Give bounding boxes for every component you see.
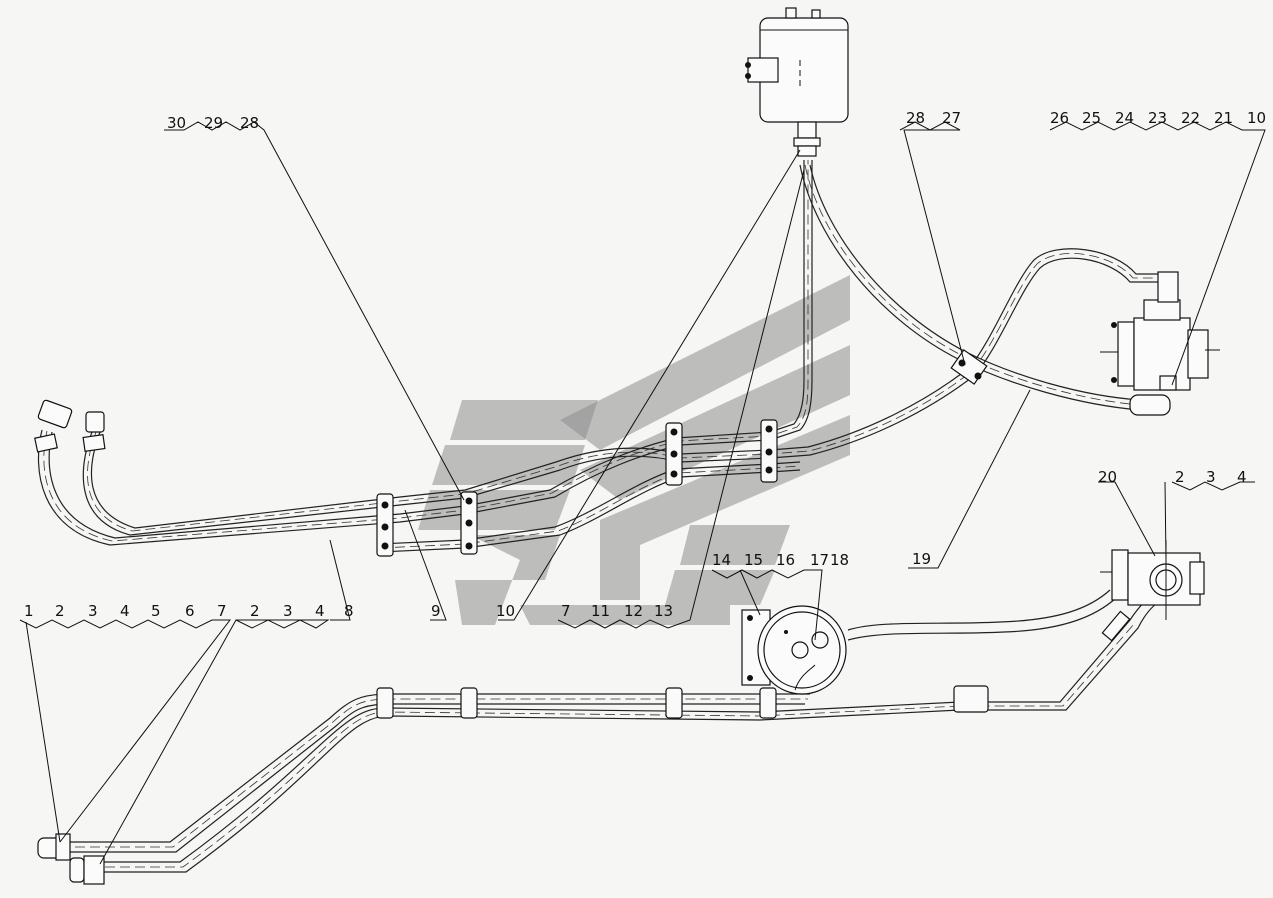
oil-filter (741, 605, 847, 695)
label-5: 5 (151, 602, 161, 620)
label-10-right: 10 (1247, 109, 1266, 127)
label-6: 6 (185, 602, 195, 620)
label-7-bl: 7 (217, 602, 227, 620)
lower-hose-bundle (60, 589, 1167, 873)
label-15: 15 (744, 551, 763, 569)
label-3-bl-b: 3 (283, 602, 293, 620)
label-20: 20 (1098, 468, 1117, 486)
label-25: 25 (1082, 109, 1101, 127)
label-1: 1 (24, 602, 34, 620)
label-13: 13 (654, 602, 673, 620)
label-4-right: 4 (1237, 468, 1247, 486)
label-28-mid: 28 (906, 109, 925, 127)
part-number-labels: 30 29 28 28 27 26 25 24 23 22 21 10 2 3 … (24, 109, 1266, 620)
label-3-right: 3 (1206, 468, 1216, 486)
label-9: 9 (431, 602, 441, 620)
label-29: 29 (204, 114, 223, 132)
upper-hose-bundle (37, 160, 1160, 553)
label-19: 19 (912, 550, 931, 568)
label-27: 27 (942, 109, 961, 127)
label-28-left: 28 (240, 114, 259, 132)
label-4-bl-b: 4 (315, 602, 325, 620)
label-24: 24 (1115, 109, 1134, 127)
label-8: 8 (344, 602, 354, 620)
label-12: 12 (624, 602, 643, 620)
watermark-logo (418, 275, 850, 625)
label-2-bl-b: 2 (250, 602, 260, 620)
oil-tank (745, 7, 849, 157)
label-26: 26 (1050, 109, 1069, 127)
label-4-bl: 4 (120, 602, 130, 620)
label-2-right: 2 (1175, 468, 1185, 486)
label-16: 16 (776, 551, 795, 569)
label-18: 18 (830, 551, 849, 569)
label-14: 14 (712, 551, 731, 569)
leader-lines (19, 121, 1266, 865)
label-23: 23 (1148, 109, 1167, 127)
power-unit (1100, 540, 1205, 620)
label-7-mid: 7 (561, 602, 571, 620)
label-21: 21 (1214, 109, 1233, 127)
upper-clamps (376, 349, 988, 557)
label-17: 17 (810, 551, 829, 569)
label-2-bl: 2 (55, 602, 65, 620)
top-left-fittings (34, 399, 106, 453)
label-30: 30 (167, 114, 186, 132)
label-10-mid: 10 (496, 602, 515, 620)
lower-clamps (376, 610, 1131, 719)
label-3-bl: 3 (88, 602, 98, 620)
steering-pump (1100, 271, 1220, 416)
label-11: 11 (591, 602, 610, 620)
label-22: 22 (1181, 109, 1200, 127)
